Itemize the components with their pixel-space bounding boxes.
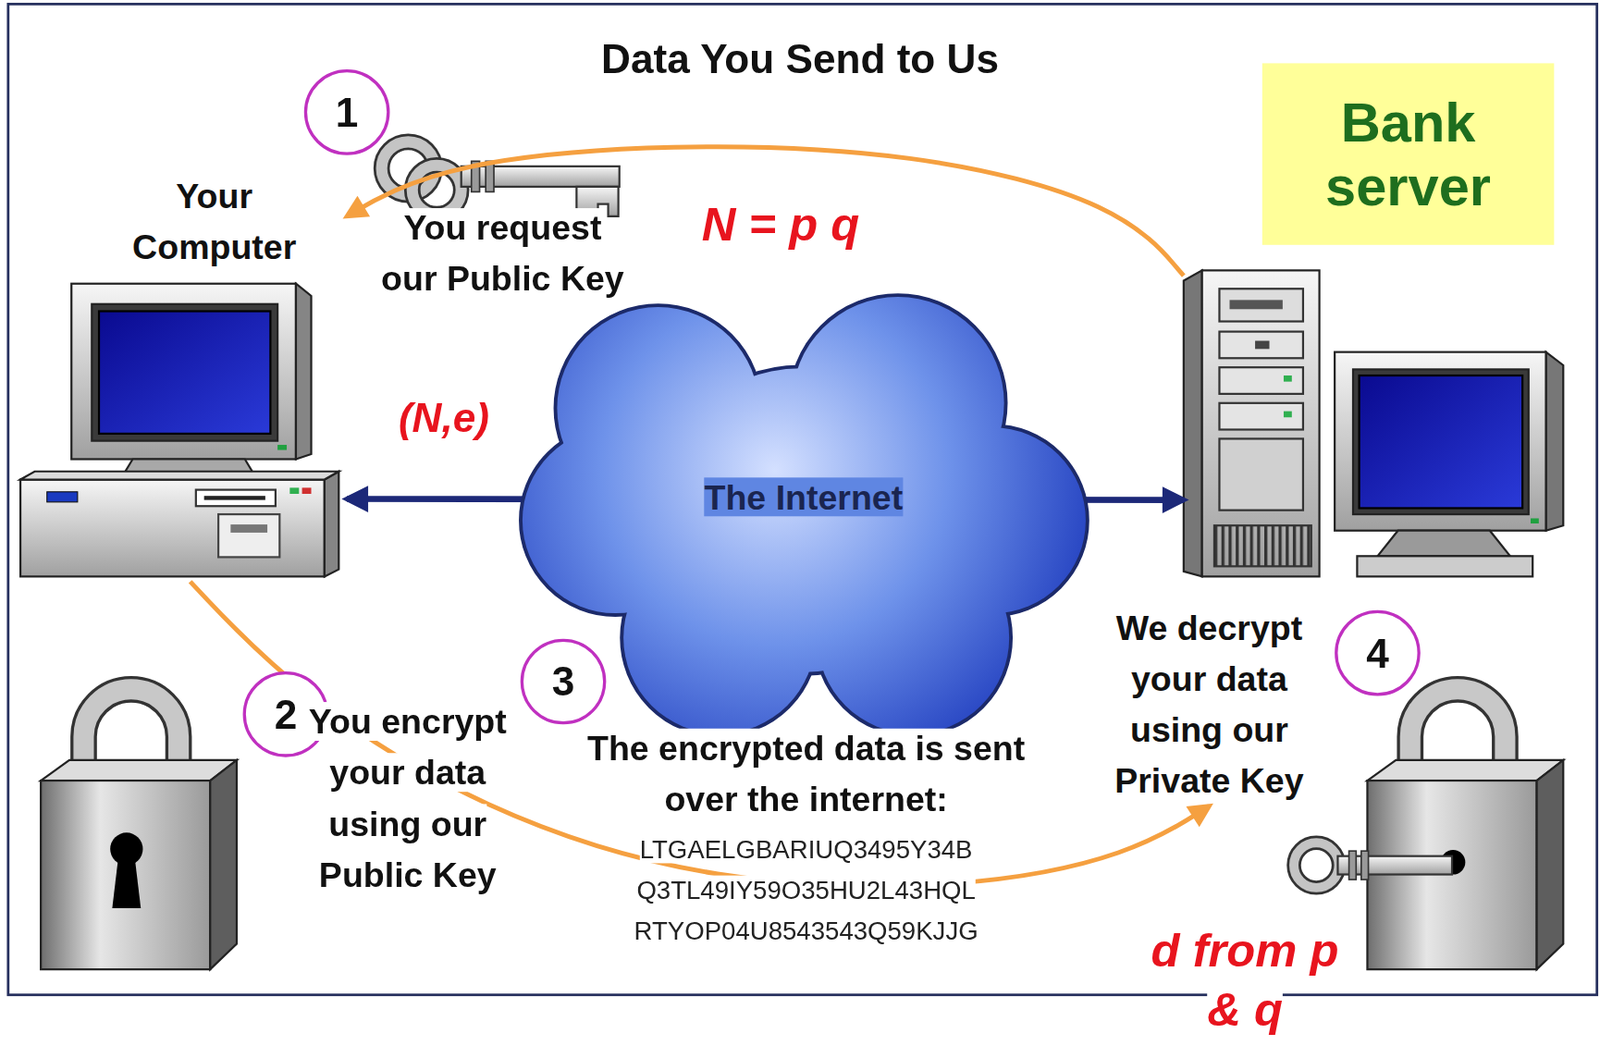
server-padlock (1366, 760, 1564, 781)
server-padlock (1366, 689, 1564, 970)
server-tower (1283, 411, 1293, 419)
server-tower (1218, 367, 1303, 394)
text-box: We decrypt your data using our Private K… (1083, 602, 1335, 807)
annotation-text: You request our Public Key (381, 208, 625, 298)
callout-number: 4 (1366, 629, 1390, 677)
server-tower (1255, 341, 1269, 350)
label-box: d from p & q (1137, 920, 1353, 1039)
client-padlock (40, 760, 237, 781)
server-name: Bank server (1267, 90, 1548, 218)
server-tower (1218, 403, 1303, 431)
server-tower (1218, 332, 1303, 359)
private-key-icon (1293, 842, 1340, 888)
private-key-icon (1293, 842, 1453, 888)
client-computer (230, 524, 268, 533)
server-monitor (1530, 517, 1539, 524)
server-caption: We decrypt your data using our Private K… (1114, 608, 1304, 800)
label-box: RTYOP04U8543543Q59KJJG (566, 910, 1047, 951)
private-key-icon (1293, 842, 1340, 888)
formula-label: d from p & q (1151, 923, 1340, 1036)
node-heading: Your Computer (132, 176, 296, 267)
client-computer (324, 471, 339, 578)
server-tower (1183, 270, 1203, 577)
client-computer (91, 304, 278, 442)
label-box: (N,e) (362, 392, 527, 444)
client-computer (20, 283, 339, 578)
client-computer (277, 444, 287, 451)
formula-label: (N,e) (398, 394, 490, 441)
client-padlock (209, 760, 237, 970)
client-computer (218, 514, 280, 557)
server-padlock (1537, 760, 1564, 970)
annotation-text: LTGAELGBARIUQ3495Y34B (640, 835, 973, 864)
formula-label: N = p q (701, 197, 861, 251)
annotation-text: The encrypted data is sent over the inte… (587, 728, 1025, 819)
callout-circle: 1 (304, 69, 391, 156)
server-tower (1218, 438, 1303, 510)
server-tower (1218, 288, 1303, 321)
private-key-icon (1361, 850, 1369, 880)
cloud-outline (648, 367, 955, 674)
cloud-label: The Internet (704, 477, 904, 517)
server-monitor (1353, 369, 1529, 515)
annotation-text: Q3TL49IY59O35HU2L43HQL (636, 875, 975, 905)
cloud-outline (521, 295, 1087, 735)
client-padlock (40, 689, 237, 970)
label-box: You request our Public Key (372, 201, 633, 304)
client-computer (204, 495, 266, 500)
server-tower (1183, 270, 1320, 577)
server-tower (1202, 270, 1320, 577)
callout-number: 3 (552, 658, 576, 705)
client-computer (20, 480, 325, 578)
client-computer (20, 471, 339, 480)
server-tower (1283, 375, 1293, 382)
client-padlock (111, 857, 141, 909)
callout-circle: 4 (1334, 610, 1421, 697)
label-box: LTGAELGBARIUQ3495Y34B (566, 828, 1047, 870)
client-computer (196, 490, 276, 507)
client-computer (302, 487, 312, 494)
server-tower (1229, 299, 1282, 309)
cloud-fill (522, 296, 1086, 734)
text-box: The Internet (515, 476, 1092, 517)
server-monitor (1359, 375, 1524, 508)
label-box: You encrypt your data using our Public K… (297, 695, 517, 900)
label-box: Q3TL49IY59O35HU2L43HQL (566, 869, 1047, 911)
client-computer (98, 311, 271, 434)
client-computer (47, 492, 78, 503)
callout-number: 2 (274, 690, 298, 738)
client-computer (295, 283, 312, 460)
server-monitor (1377, 530, 1510, 557)
title-box: Data You Send to Us (0, 36, 1600, 84)
server-monitor (1334, 352, 1546, 531)
server-monitor (1356, 555, 1533, 577)
frame (8, 3, 1598, 995)
callout-number: 1 (335, 89, 359, 136)
text-box: Your Computer (114, 170, 315, 272)
label-box: The encrypted data is sent over the inte… (566, 722, 1047, 825)
server-monitor (1546, 352, 1564, 531)
client-computer (289, 487, 299, 494)
label-box: Bank server (1262, 62, 1555, 245)
label-box: N = p q (663, 196, 899, 254)
callout-circle: 3 (520, 639, 607, 726)
client-padlock (40, 780, 210, 970)
public-key-icon (485, 160, 494, 192)
private-key-icon (1349, 850, 1357, 880)
computer-node: Your Computer (20, 168, 347, 582)
server-monitor (1334, 352, 1564, 578)
annotation-text: You encrypt your data using our Public K… (308, 701, 507, 894)
cloud-fill (649, 368, 954, 673)
server-tower (1214, 525, 1312, 567)
annotation-text: RTYOP04U8543543Q59KJJG (634, 916, 979, 946)
client-computer (71, 283, 296, 460)
diagram-title: Data You Send to Us (601, 36, 999, 83)
